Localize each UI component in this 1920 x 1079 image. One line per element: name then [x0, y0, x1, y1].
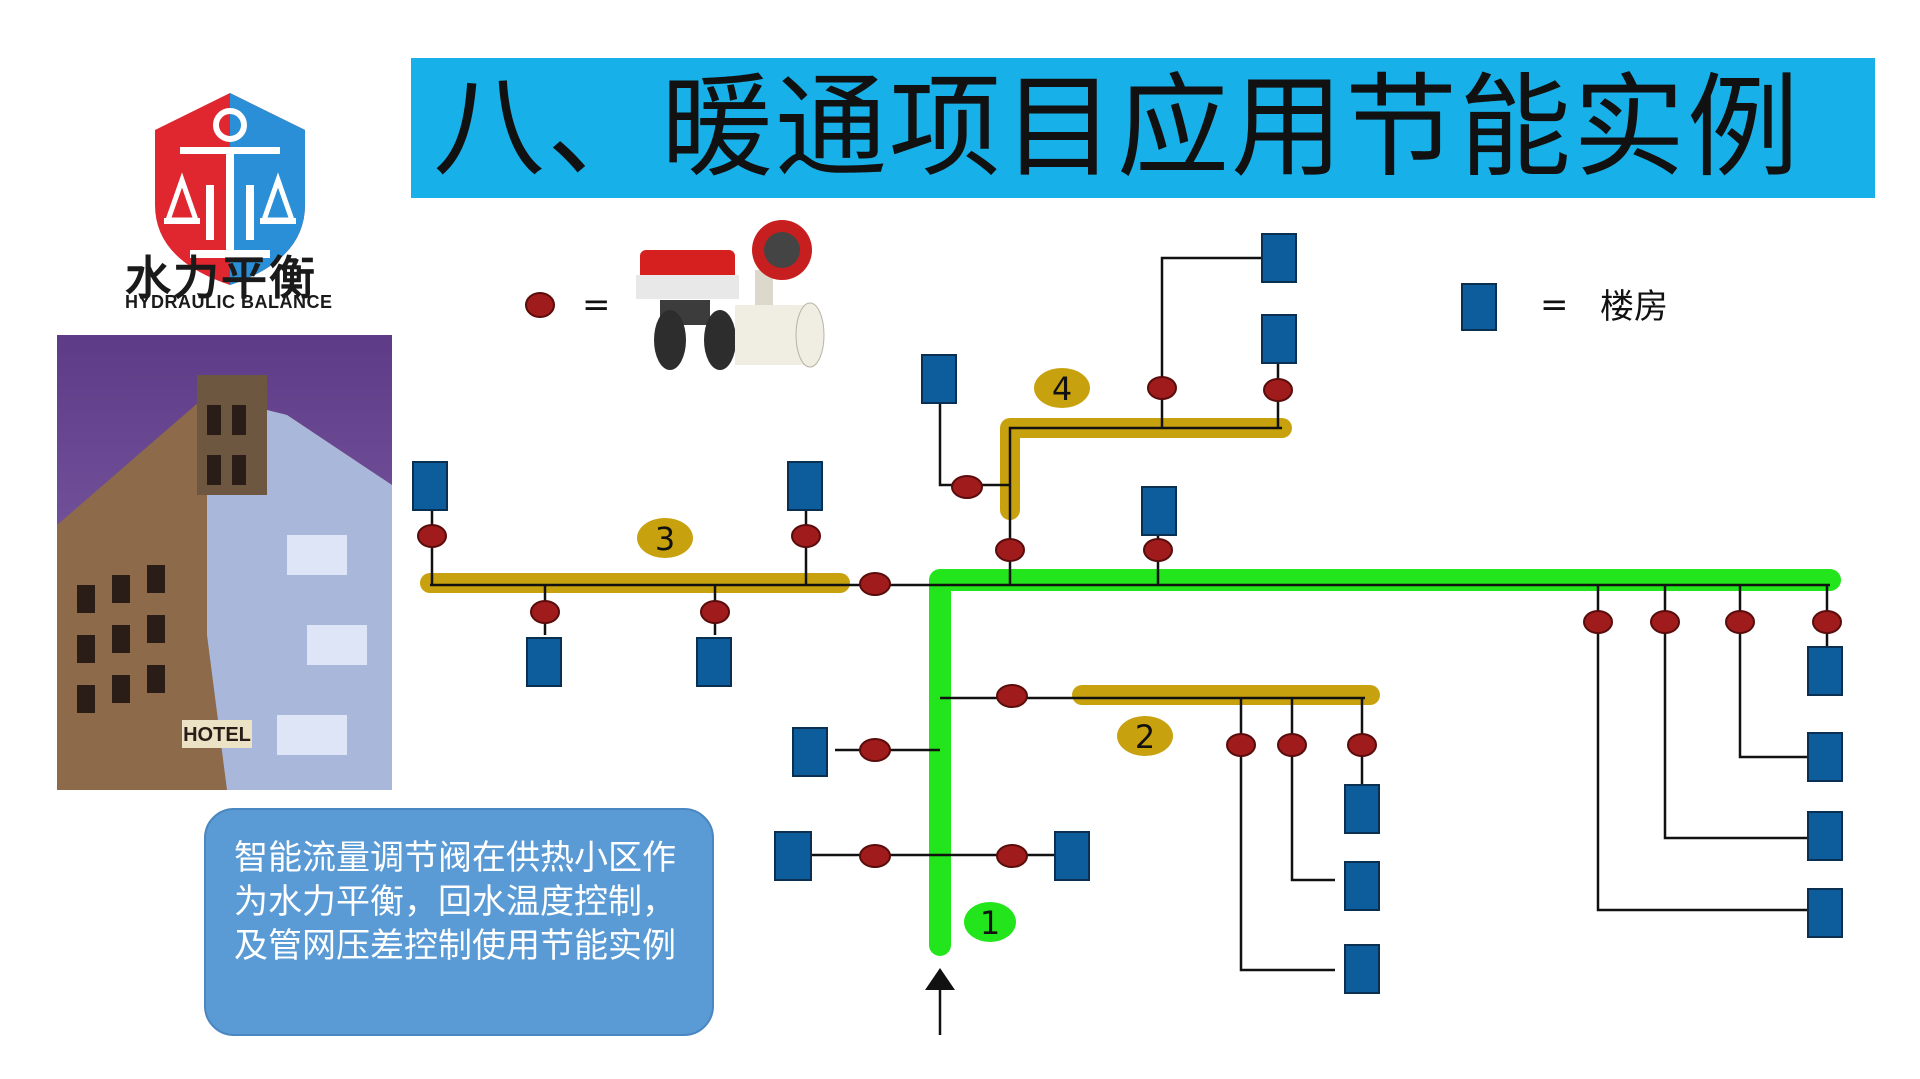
building-legend: = 楼房	[1461, 283, 1668, 331]
valve-legend-equals: =	[582, 285, 611, 325]
valve-icon	[1226, 733, 1256, 757]
hotel-sign: HOTEL	[183, 724, 251, 746]
page-title: 八、暖通项目应用节能实例	[433, 63, 1801, 193]
valve-icon	[1277, 733, 1307, 757]
valve-icon	[525, 292, 555, 318]
valve-icon	[859, 844, 891, 868]
note-text: 智能流量调节阀在供热小区作为水力平衡，回水温度控制，及管网压差控制使用节能实例	[234, 838, 676, 966]
building-legend-label: 楼房	[1600, 287, 1668, 327]
valve-icon	[859, 572, 891, 596]
valve-icon	[996, 684, 1028, 708]
valve-icon	[530, 600, 560, 624]
valve-icon	[1583, 610, 1613, 634]
valve-icon	[995, 538, 1025, 562]
building-legend-equals: =	[1540, 285, 1569, 325]
svg-text:4: 4	[1052, 370, 1072, 408]
valve-icon	[1347, 733, 1377, 757]
valve-group	[417, 376, 1842, 868]
logo-name-cn: 水力平衡	[125, 251, 317, 305]
loop-label-1: 1	[964, 902, 1016, 942]
valve-icon	[700, 600, 730, 624]
main-pipe-loop-1	[929, 569, 1841, 956]
building-icon	[1344, 861, 1380, 911]
building-icon	[1461, 283, 1497, 331]
building-icon	[1344, 944, 1380, 994]
building-icon	[412, 461, 448, 511]
building-icon	[787, 461, 823, 511]
building-icon	[1344, 784, 1380, 834]
svg-text:2: 2	[1135, 718, 1155, 756]
shield-logo-icon	[155, 93, 305, 285]
valve-icon	[859, 738, 891, 762]
building-icon	[1261, 314, 1297, 364]
loop-label-4: 4	[1034, 368, 1090, 408]
valve-icon	[1263, 378, 1293, 402]
valve-icon	[1812, 610, 1842, 634]
loop-label-3: 3	[637, 518, 693, 558]
valve-icon	[417, 524, 447, 548]
building-icon	[921, 354, 957, 404]
building-icon	[1141, 486, 1177, 536]
valve-legend: =	[525, 220, 825, 370]
building-icon	[1054, 831, 1090, 881]
building-icon	[774, 831, 812, 881]
flow-arrow-icon	[925, 968, 955, 990]
building-icon	[526, 637, 562, 687]
building-icon	[1261, 233, 1297, 283]
building-icon	[1807, 732, 1843, 782]
valve-icon	[1725, 610, 1755, 634]
svg-text:3: 3	[655, 520, 675, 558]
building-icon	[696, 637, 732, 687]
loop-label-2: 2	[1117, 716, 1173, 756]
flowmeter-valve-icon	[636, 220, 825, 370]
valve-icon	[996, 844, 1028, 868]
valve-icon	[1143, 538, 1173, 562]
building-icon	[1807, 646, 1843, 696]
building-icon	[1807, 888, 1843, 938]
building-icon	[1807, 811, 1843, 861]
svg-text:1: 1	[980, 904, 1000, 942]
building-icon	[792, 727, 828, 777]
valve-icon	[791, 524, 821, 548]
note-box: 智能流量调节阀在供热小区作为水力平衡，回水温度控制，及管网压差控制使用节能实例	[204, 808, 714, 1036]
valve-icon	[1650, 610, 1680, 634]
logo-name-en: HYDRAULIC BALANCE	[125, 292, 333, 312]
hotel-photo: HOTEL	[57, 335, 392, 790]
valve-icon	[951, 475, 983, 499]
building-group	[412, 233, 1843, 994]
title-bar: 八、暖通项目应用节能实例	[411, 58, 1875, 198]
valve-icon	[1147, 376, 1177, 400]
thin-connection-lines	[430, 256, 1830, 1035]
